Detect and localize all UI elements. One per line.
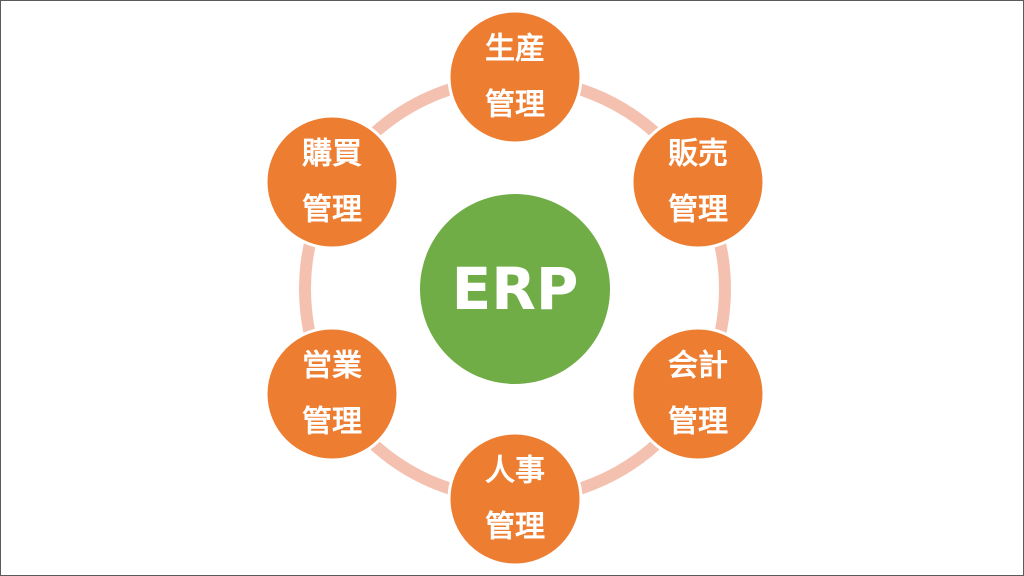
node-label-line1: 会計 xyxy=(668,349,728,384)
node-label-line1: 販売 xyxy=(668,137,728,172)
node-label-line1: 人事 xyxy=(485,454,545,489)
node-label-line2: 管理 xyxy=(485,510,545,545)
node-label-line2: 管理 xyxy=(668,405,728,440)
node-label-line2: 管理 xyxy=(302,405,362,440)
node-label-line1: 営業 xyxy=(302,349,362,384)
node-5: 購買 管理 xyxy=(264,114,400,250)
node-circle xyxy=(447,9,583,145)
center-circle xyxy=(420,194,610,384)
node-label-line2: 管理 xyxy=(302,193,362,228)
node-1: 販売 管理 xyxy=(630,114,766,250)
node-label-line2: 管理 xyxy=(668,193,728,228)
node-circle xyxy=(264,114,400,250)
center-label: ERP xyxy=(452,255,579,323)
node-circle xyxy=(630,114,766,250)
node-label-line1: 生産 xyxy=(485,32,545,67)
node-3: 人事 管理 xyxy=(447,431,583,567)
node-0: 生産 管理 xyxy=(447,9,583,145)
node-circle xyxy=(264,326,400,462)
node-label-line1: 購買 xyxy=(302,137,362,172)
node-4: 営業 管理 xyxy=(264,326,400,462)
center-node-erp: ERP xyxy=(420,194,610,384)
node-circle xyxy=(447,431,583,567)
node-2: 会計 管理 xyxy=(630,326,766,462)
node-circle xyxy=(630,326,766,462)
node-label-line2: 管理 xyxy=(485,88,545,123)
